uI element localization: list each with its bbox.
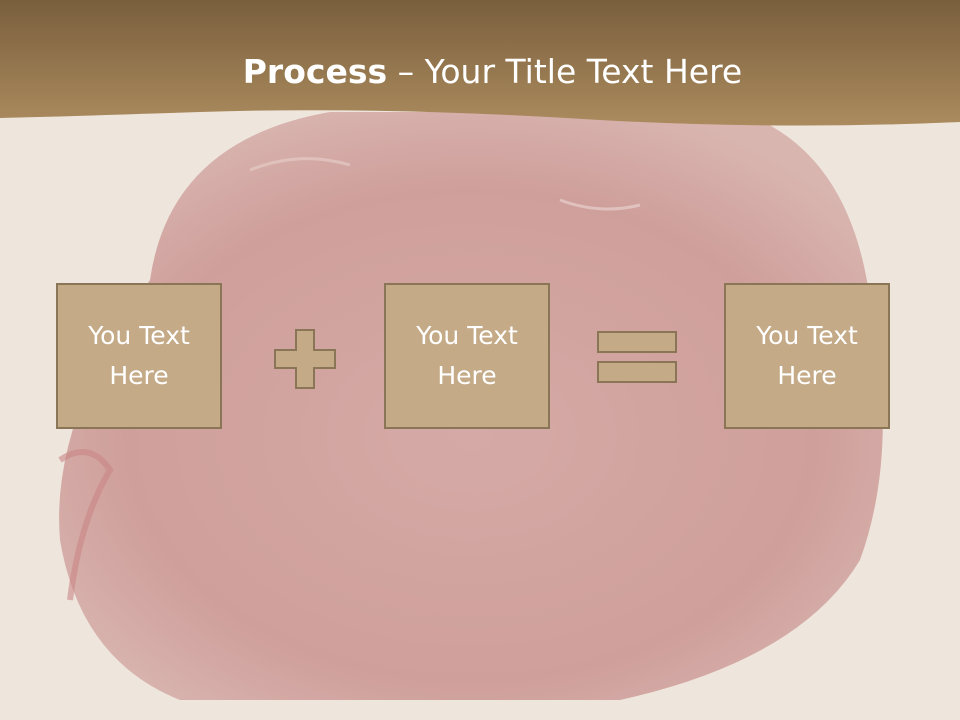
process-box-2[interactable]: You Text Here (384, 283, 550, 429)
equals-icon (597, 331, 677, 383)
header-banner (0, 0, 960, 126)
title-bold: Process (242, 52, 388, 91)
process-box-1-text: You Text Here (88, 321, 190, 390)
title-text: Your Title Text Here (424, 52, 743, 91)
slide-title: Process – Your Title Text Here (0, 52, 960, 91)
process-box-3-text: You Text Here (756, 321, 858, 390)
process-box-1[interactable]: You Text Here (56, 283, 222, 429)
process-box-2-text: You Text Here (416, 321, 518, 390)
process-box-3[interactable]: You Text Here (724, 283, 890, 429)
plus-icon (274, 329, 336, 389)
title-separator: – (387, 52, 425, 91)
